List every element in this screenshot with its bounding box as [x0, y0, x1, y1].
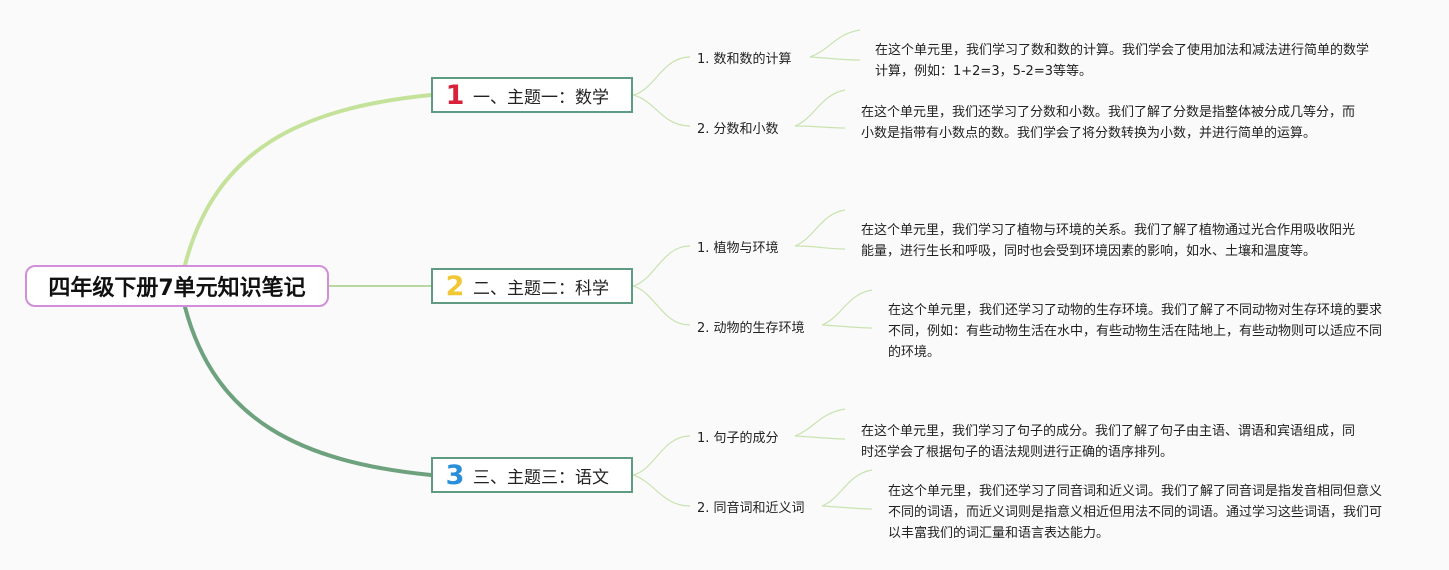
subtopic-plants-environment[interactable]: 1. 植物与环境: [697, 237, 779, 256]
leaf-lines-topic-1: [632, 29, 861, 129]
note-text: 在这个单元里，我们还学习了分数和小数。我们了解了分数是指整体被分成几等分，而小数…: [861, 105, 1356, 141]
subtopic-sentence-components[interactable]: 1. 句子的成分: [697, 427, 779, 446]
topic-label: 二、主题二：科学: [473, 278, 609, 299]
leaf-lines-topic-2: [632, 209, 873, 329]
topic-science[interactable]: 2 二、主题二：科学: [431, 268, 633, 304]
subtopic-label: 2. 同音词和近义词: [697, 501, 805, 516]
branch-line-topic-1: [183, 93, 433, 267]
subtopic-numbers-calculation[interactable]: 1. 数和数的计算: [697, 48, 792, 67]
note-text: 在这个单元里，我们还学习了动物的生存环境。我们了解了不同动物对生存环境的要求不同…: [888, 303, 1383, 360]
note-text: 在这个单元里，我们还学习了同音词和近义词。我们了解了同音词是指发音相同但意义不同…: [888, 484, 1383, 541]
topic-label: 一、主题一：数学: [473, 87, 609, 108]
subtopic-label: 2. 动物的生存环境: [697, 321, 805, 336]
subtopic-label: 1. 句子的成分: [697, 431, 779, 446]
note-numbers-calculation: 在这个单元里，我们学习了数和数的计算。我们学会了使用加法和减法进行简单的数学计算…: [875, 40, 1371, 82]
topic-label: 三、主题三：语文: [473, 467, 609, 488]
note-sentence-components: 在这个单元里，我们学习了句子的成分。我们了解了句子由主语、谓语和宾语组成，同时还…: [861, 421, 1357, 463]
subtopic-label: 1. 数和数的计算: [697, 52, 792, 67]
note-fractions-decimals: 在这个单元里，我们还学习了分数和小数。我们了解了分数是指整体被分成几等分，而小数…: [861, 102, 1357, 144]
number-1-icon: 1: [445, 79, 465, 111]
root-topic[interactable]: 四年级下册7单元知识笔记: [25, 265, 329, 307]
number-2-icon: 2: [445, 270, 465, 302]
subtopic-label: 1. 植物与环境: [697, 241, 779, 256]
note-text: 在这个单元里，我们学习了句子的成分。我们了解了句子由主语、谓语和宾语组成，同时还…: [861, 424, 1356, 460]
subtopic-fractions-decimals[interactable]: 2. 分数和小数: [697, 118, 779, 137]
subtopic-label: 2. 分数和小数: [697, 122, 779, 137]
topic-math[interactable]: 1 一、主题一：数学: [431, 77, 633, 113]
branch-line-topic-3: [183, 305, 433, 477]
subtopic-animal-habitat[interactable]: 2. 动物的生存环境: [697, 317, 805, 336]
subtopic-homophones-synonyms[interactable]: 2. 同音词和近义词: [697, 497, 805, 516]
note-text: 在这个单元里，我们学习了数和数的计算。我们学会了使用加法和减法进行简单的数学计算…: [875, 43, 1370, 79]
note-homophones-synonyms: 在这个单元里，我们还学习了同音词和近义词。我们了解了同音词是指发音相同但意义不同…: [888, 481, 1384, 544]
leaf-lines-topic-3: [632, 408, 873, 510]
root-title: 四年级下册7单元知识笔记: [48, 276, 306, 301]
number-3-icon: 3: [445, 459, 465, 491]
note-animal-habitat: 在这个单元里，我们还学习了动物的生存环境。我们了解了不同动物对生存环境的要求不同…: [888, 300, 1384, 363]
note-plants-environment: 在这个单元里，我们学习了植物与环境的关系。我们了解了植物通过光合作用吸收阳光能量…: [861, 220, 1357, 262]
topic-chinese[interactable]: 3 三、主题三：语文: [431, 457, 633, 493]
note-text: 在这个单元里，我们学习了植物与环境的关系。我们了解了植物通过光合作用吸收阳光能量…: [861, 223, 1356, 259]
